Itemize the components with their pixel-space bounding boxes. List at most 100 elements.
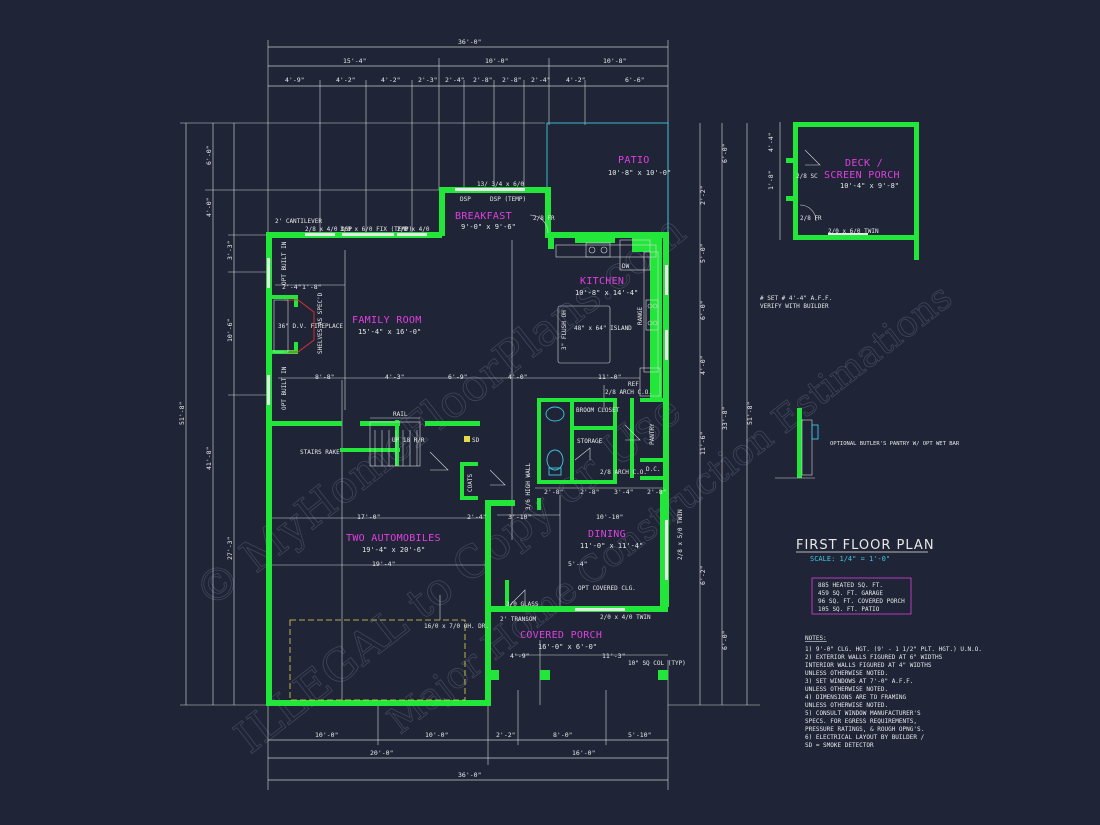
interior-dimensions: 2'-4" 1'-8" 8'-8" 4'-3" 6'-9" 4'-0" 11'-… bbox=[282, 283, 667, 660]
note-line-10: SPECS. FOR EGRESS REQUIREMENTS, bbox=[805, 718, 917, 725]
dim-right-seg-3: 5'-0" bbox=[699, 243, 707, 263]
dim-top-1: 15'-4" bbox=[343, 57, 366, 65]
annotations: 2' CANTILEVER 2/8 x 4/0 DSP 3/0 x 6/0 FI… bbox=[275, 181, 686, 667]
kitchen-name: KITCHEN bbox=[580, 276, 624, 287]
dim-seg-9: 4'-2" bbox=[566, 76, 586, 84]
svg-text:2'-8": 2'-8" bbox=[580, 488, 600, 496]
dim-right-seg-8: 6'-0" bbox=[721, 630, 729, 650]
svg-text:3'-10": 3'-10" bbox=[508, 513, 531, 521]
dining-size: 11'-0" x 11'-4" bbox=[580, 542, 643, 550]
drawing-scale: SCALE: 1/4" = 1'-0" bbox=[810, 555, 890, 563]
fireplace bbox=[273, 299, 315, 353]
dc-label: D.C. bbox=[646, 466, 660, 473]
svg-text:2'-4": 2'-4" bbox=[282, 283, 302, 291]
top-dimensions: 36'-0" 15'-4" 10'-0" 10'-8" 4'-9" 4'-2" … bbox=[267, 38, 669, 235]
dim-top-total: 36'-0" bbox=[458, 38, 481, 46]
dim-left-seg-2: 4'-0" bbox=[205, 197, 213, 217]
dim-seg-3: 4'-2" bbox=[381, 76, 401, 84]
high-wall-label: 3/6 HIGH WALL bbox=[525, 463, 532, 510]
dim-bottom-3: 2'-2" bbox=[496, 731, 516, 739]
kitchen-fixtures bbox=[555, 239, 661, 397]
covered-porch-size: 16'-0" x 6'-0" bbox=[538, 643, 597, 651]
sd-label: SD bbox=[472, 437, 480, 444]
verify-note: VERIFY WITH BUILDER bbox=[760, 303, 829, 310]
dim-top-3: 10'-8" bbox=[603, 57, 626, 65]
dim-right-seg-4: 6'-0" bbox=[699, 300, 707, 320]
storage-label: STORAGE bbox=[577, 438, 603, 445]
dim-bottom-7: 16'-0" bbox=[572, 749, 595, 757]
dim-bottom-2: 10'-0" bbox=[425, 731, 448, 739]
built-in-2: OPT BUILT IN bbox=[281, 366, 288, 410]
note-line-3: INTERIOR WALLS FIGURED AT 4" WIDTHS bbox=[805, 662, 932, 669]
door-swings bbox=[429, 149, 821, 606]
dim-deck-2: 1'-8" bbox=[767, 170, 775, 190]
area-heated: 885 HEATED SQ. FT. bbox=[818, 582, 883, 589]
dining-name: DINING bbox=[588, 529, 626, 540]
dim-right-seg-2: 2'-2" bbox=[699, 185, 707, 205]
built-in-1: OPT BUILT IN bbox=[281, 241, 288, 285]
family-room-name: FAMILY ROOM bbox=[352, 315, 422, 326]
svg-text:2'-8": 2'-8" bbox=[544, 488, 564, 496]
refrigerator bbox=[639, 367, 661, 397]
patio-door: 2/8 FR bbox=[533, 215, 555, 222]
dim-seg-6: 2'-8" bbox=[473, 76, 493, 84]
dining-window: 2/8 x 5/0 TWIN bbox=[677, 509, 684, 560]
svg-text:4'-9": 4'-9" bbox=[510, 652, 530, 660]
svg-text:2'-4": 2'-4" bbox=[467, 513, 487, 521]
dim-left-seg-3: 3'-3" bbox=[226, 240, 234, 260]
svg-text:1'-8": 1'-8" bbox=[302, 283, 322, 291]
glass-label: 3/0 GLASS bbox=[506, 601, 539, 608]
dim-right-seg-5: 4'-0" bbox=[699, 355, 707, 375]
svg-text:4'-0": 4'-0" bbox=[508, 373, 528, 381]
smoke-detector-icon bbox=[464, 436, 470, 442]
notes-heading: NOTES: bbox=[805, 635, 827, 642]
window-fix: 3/0 x 6/0 FIX (TEMP) bbox=[340, 226, 412, 233]
arch-1: 2/8 ARCH C.O. bbox=[605, 389, 652, 396]
svg-text:10'-10": 10'-10" bbox=[596, 513, 623, 521]
dim-bottom-5: 5'-10" bbox=[628, 731, 651, 739]
dim-seg-8: 2'-4" bbox=[531, 76, 551, 84]
fireplace-label: 36" D.V. FIREPLACE bbox=[278, 323, 343, 330]
deck-name-2: SCREEN PORCH bbox=[824, 170, 900, 181]
deck-window: 2/0 x 6/0 TWIN bbox=[828, 228, 879, 235]
dim-deck-1: 4'-4" bbox=[767, 132, 775, 152]
dim-left-outer: 51'-8" bbox=[178, 402, 186, 425]
area-garage: 459 SQ. FT. GARAGE bbox=[818, 590, 883, 597]
svg-text:11'-0": 11'-0" bbox=[598, 373, 621, 381]
dim-seg-10: 6'-6" bbox=[625, 76, 645, 84]
patio-name: PATIO bbox=[618, 155, 650, 166]
breakfast-dsp-temp: DSP (TEMP) bbox=[490, 196, 526, 203]
room-labels: PATIO 10'-8" x 10'-0" BREAKFAST 9'-0" x … bbox=[346, 155, 671, 651]
watermark-line-2: ILLEGAL to Copy or Use bbox=[225, 384, 690, 763]
area-porch: 96 SQ. FT. COVERED PORCH bbox=[818, 598, 905, 605]
garage-door-label: 16/0 x 7/0 OH. DR. bbox=[424, 623, 489, 630]
dim-right-mid: 33'-8" bbox=[721, 407, 729, 430]
svg-text:8'-8": 8'-8" bbox=[315, 373, 335, 381]
cantilever-label: 2' CANTILEVER bbox=[275, 218, 322, 225]
dim-seg-1: 4'-9" bbox=[285, 76, 305, 84]
garage-door-outline bbox=[289, 619, 466, 701]
kitchen-island bbox=[557, 305, 611, 364]
window-fam-1: 2/8 x 4/0 DSP bbox=[305, 226, 352, 233]
broom-label: BROOM CLOSET bbox=[576, 407, 620, 414]
family-room-size: 15'-4" x 16'-0" bbox=[358, 328, 421, 336]
dim-right-seg-7: 6'-2" bbox=[699, 565, 707, 585]
dim-top-2: 10'-0" bbox=[485, 57, 508, 65]
note-line-11: PRESSURE RATINGS, & ROUGH OPNG'S. bbox=[805, 726, 924, 733]
note-line-7: 4) DIMENSIONS ARE TO FRAMING bbox=[805, 694, 907, 701]
sink-icon bbox=[585, 242, 611, 258]
drawing-title: FIRST FLOOR PLAN bbox=[796, 538, 935, 553]
kitchen-dw: DW bbox=[622, 263, 630, 270]
col-label: 10" SQ COL (TYP) bbox=[628, 660, 686, 667]
dim-seg-5: 2'-4" bbox=[445, 76, 465, 84]
powder-fixtures bbox=[545, 406, 565, 476]
stairs-rake-label: STAIRS RAKE bbox=[300, 449, 340, 456]
note-line-5: 3) SET WINDOWS AT 7'-0" A.F.F. bbox=[805, 678, 913, 685]
dim-seg-7: 2'-8" bbox=[502, 76, 522, 84]
dim-seg-4: 2'-3" bbox=[418, 76, 438, 84]
svg-text:2'-8": 2'-8" bbox=[647, 488, 667, 496]
deck-door-fr: 2/8 FR bbox=[800, 215, 822, 222]
svg-text:6'-9": 6'-9" bbox=[448, 373, 468, 381]
lavatory-icon bbox=[545, 406, 565, 422]
deck-name: DECK / bbox=[845, 158, 883, 169]
